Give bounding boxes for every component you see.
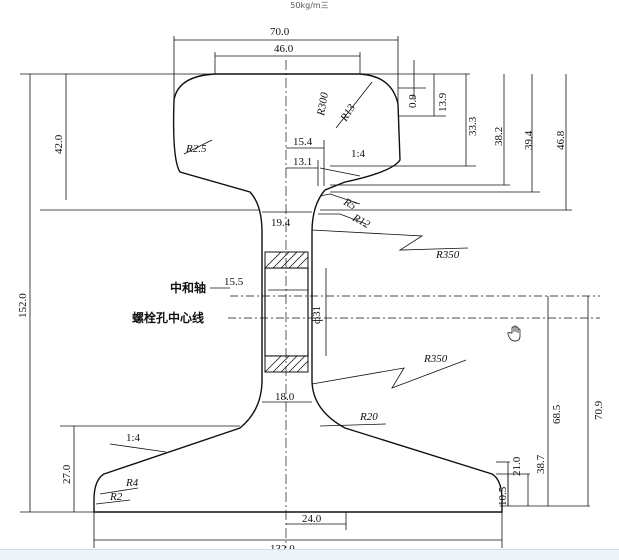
- dim-18-0: 18.0: [275, 391, 295, 403]
- radius-r4: R4: [125, 477, 139, 489]
- dim-70-9: 70.9: [593, 400, 605, 420]
- dim-15-5: 15.5: [224, 276, 244, 288]
- label-bolt-hole-centerline: 螺栓孔中心线: [132, 310, 204, 325]
- dim-19-4: 19.4: [271, 217, 291, 229]
- dim-38-2: 38.2: [493, 127, 505, 146]
- radius-r300: R300: [315, 91, 331, 117]
- dim-head-width: 70.0: [270, 26, 290, 38]
- radius-r2-5: R2.5: [185, 143, 207, 155]
- dim-39-4: 39.4: [523, 130, 535, 150]
- dim-13-9: 13.9: [437, 92, 449, 112]
- radius-r12: R12: [350, 212, 373, 232]
- dim-15-4: 15.4: [293, 136, 313, 148]
- dim-head-top-width: 46.0: [274, 43, 294, 55]
- radius-r5: R5: [341, 196, 359, 213]
- window-bottom-bar: [0, 549, 619, 560]
- dim-13-1: 13.1: [293, 156, 312, 168]
- window-title-bar: 50kg/m三: [0, 0, 619, 10]
- dim-42-0: 42.0: [53, 134, 65, 154]
- label-neutral-axis: 中和轴: [170, 280, 206, 295]
- dim-24-0: 24.0: [302, 513, 322, 525]
- dim-38-7: 38.7: [535, 454, 547, 474]
- dim-68-5: 68.5: [551, 404, 563, 424]
- dim-21-0: 21.0: [511, 456, 523, 476]
- radius-r13: R13: [338, 102, 358, 125]
- window-title: 50kg/m三: [290, 1, 329, 10]
- hatched-section-bottom: [264, 355, 309, 373]
- bolt-hole: [264, 267, 309, 357]
- extension-lines: [20, 73, 590, 548]
- radius-r2: R2: [109, 491, 123, 503]
- dim-33-3: 33.3: [467, 116, 479, 136]
- hand-cursor-icon: [507, 325, 521, 342]
- dim-10-5: 10.5: [497, 486, 509, 506]
- hatched-section-top: [264, 251, 309, 269]
- radius-r350-bottom: R350: [423, 353, 448, 365]
- dim-0-9: 0.9: [407, 94, 419, 108]
- slope-foot: 1:4: [126, 432, 141, 444]
- slope-head: 1:4: [351, 148, 366, 160]
- radius-r20: R20: [359, 411, 378, 423]
- dim-152-0: 152.0: [17, 293, 29, 318]
- dim-27-0: 27.0: [61, 464, 73, 484]
- dim-hole-diameter: ф31: [311, 306, 323, 324]
- dim-46-8: 46.8: [555, 130, 567, 150]
- radius-r350-top: R350: [435, 249, 460, 261]
